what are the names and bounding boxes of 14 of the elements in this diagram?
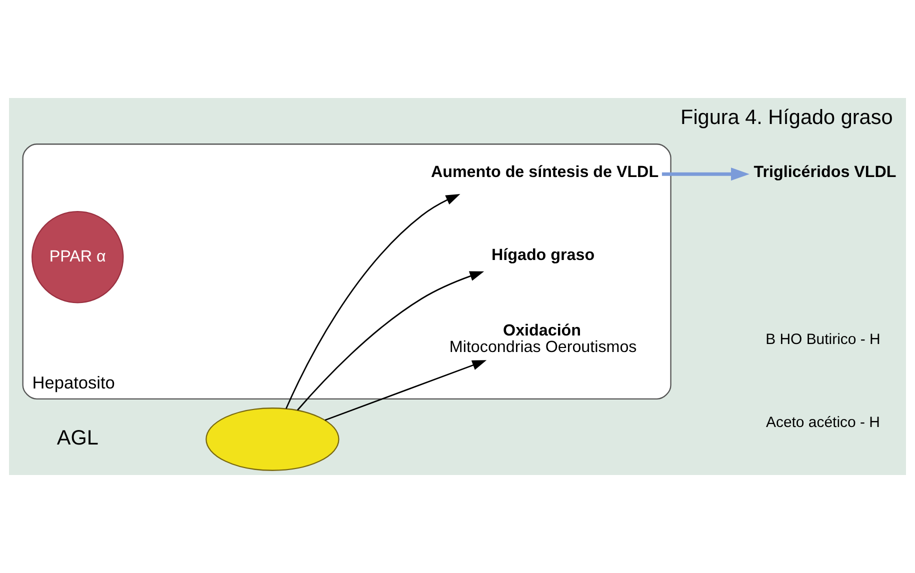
node-circle: PPAR α	[32, 210, 124, 304]
node-text: Aumento de síntesis de VLDL	[430, 163, 659, 182]
arrow	[285, 194, 460, 409]
node-text: Triglicéridos VLDL	[754, 163, 896, 182]
label: Aceto acético - H	[766, 414, 880, 432]
diagram-title: Figura 4. Hígado graso	[680, 106, 893, 129]
label: AGL	[56, 426, 98, 450]
arrow	[662, 168, 750, 181]
node-text: Hígado graso	[492, 246, 595, 264]
node-ellipse	[206, 408, 340, 471]
arrow	[324, 360, 487, 421]
arrow	[297, 271, 484, 411]
node-text: Oxidación Mitocondrias Oeroutismos	[449, 322, 637, 356]
label: B HO Butirico - H	[766, 331, 880, 348]
